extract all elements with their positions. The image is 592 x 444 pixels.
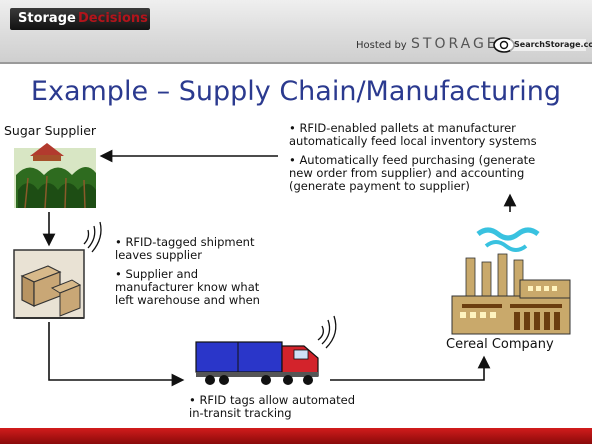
bullet-line: leaves supplier (115, 248, 202, 262)
truck-icon (195, 341, 319, 385)
sugar-cane-field-icon (14, 143, 96, 209)
bullet-line: automatically feed local inventory syste… (289, 134, 537, 148)
footer-bar (0, 428, 592, 444)
storage-logo-text: STORAGE (411, 36, 499, 52)
brand-text-storage: Storage (18, 11, 76, 26)
slide-title: Example – Supply Chain/Manufacturing (30, 76, 562, 107)
searchstorage-logo-icon (493, 37, 586, 53)
rfid-signal-icon (83, 221, 102, 253)
searchstorage-logo-text: SearchStorage.com (514, 40, 592, 49)
bullet-line: new order from supplier) and accounting (289, 166, 525, 180)
banner-divider (0, 62, 592, 64)
factory-icon (451, 253, 571, 335)
header-banner: Storage Decisions Hosted by STORAGE Sear… (0, 0, 592, 62)
brand-text-decisions: Decisions (78, 11, 148, 26)
hosted-by-label: Hosted by (356, 40, 407, 51)
bullet-line: • RFID tags allow automated (189, 393, 355, 407)
arrow-truck-to-company (330, 355, 491, 381)
bullet-line: • Automatically feed purchasing (generat… (289, 153, 536, 167)
bullet-line: in-transit tracking (189, 406, 292, 420)
bullet-line: (generate payment to supplier) (289, 179, 470, 193)
supplier-label: Sugar Supplier (4, 123, 97, 138)
company-label: Cereal Company (446, 337, 554, 352)
brand-logo: Storage Decisions (10, 8, 150, 30)
warehouse-boxes-icon (13, 249, 85, 319)
bullet-line: • RFID-tagged shipment (115, 235, 255, 249)
bullet-line: • Supplier and (115, 267, 199, 281)
bullet-line: left warehouse and when (115, 293, 260, 307)
bullet-line: • RFID-enabled pallets at manufacturer (289, 121, 516, 135)
arrow-warehouse-to-truck (48, 322, 185, 387)
rfid-signal-icon (317, 315, 337, 349)
bullet-line: manufacturer know what (115, 280, 260, 294)
smoke-icon (476, 227, 540, 252)
